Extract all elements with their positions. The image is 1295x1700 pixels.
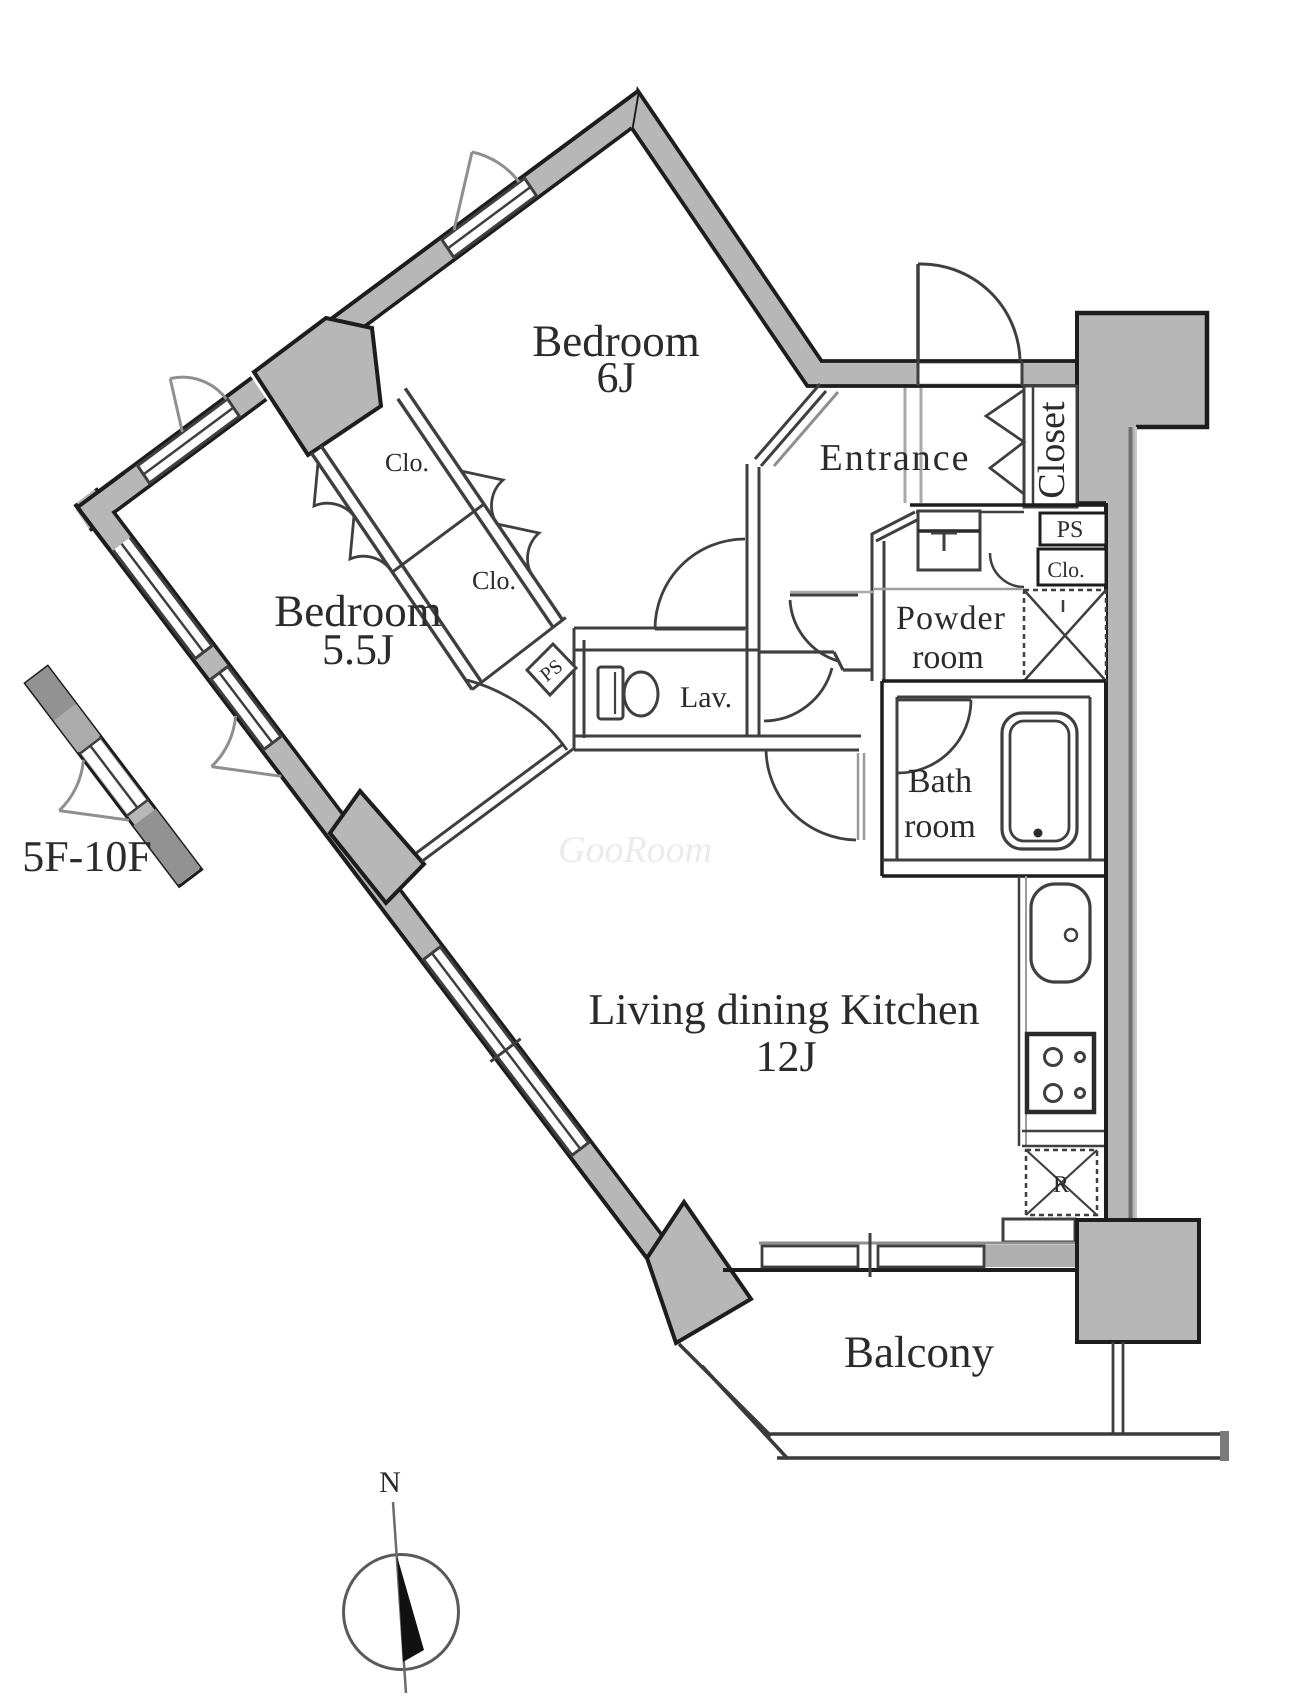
- svg-text:Clo.: Clo.: [1047, 557, 1084, 582]
- svg-text:Entrance: Entrance: [819, 437, 970, 479]
- svg-text:12J: 12J: [755, 1032, 816, 1081]
- svg-text:Lav.: Lav.: [680, 681, 732, 714]
- svg-text:5F-10F: 5F-10F: [22, 832, 152, 881]
- svg-text:Clo.: Clo.: [472, 566, 516, 595]
- svg-text:PS: PS: [1057, 517, 1084, 543]
- svg-text:Balcony: Balcony: [844, 1327, 994, 1377]
- svg-text:Clo.: Clo.: [385, 448, 429, 477]
- svg-text:N: N: [379, 1466, 401, 1499]
- svg-text:Bedroom: Bedroom: [532, 316, 699, 366]
- svg-text:Bath: Bath: [908, 763, 972, 800]
- svg-text:room: room: [912, 639, 984, 676]
- svg-text:6J: 6J: [596, 353, 635, 402]
- svg-text:Bedroom: Bedroom: [274, 586, 441, 636]
- svg-text:room: room: [904, 808, 976, 845]
- svg-text:Living dining Kitchen: Living dining Kitchen: [588, 985, 979, 1034]
- svg-text:Closet: Closet: [1031, 401, 1073, 499]
- svg-text:R: R: [1053, 1172, 1069, 1198]
- svg-text:Powder: Powder: [896, 600, 1006, 637]
- svg-text:5.5J: 5.5J: [322, 625, 394, 674]
- svg-text:GooRoom: GooRoom: [558, 829, 712, 871]
